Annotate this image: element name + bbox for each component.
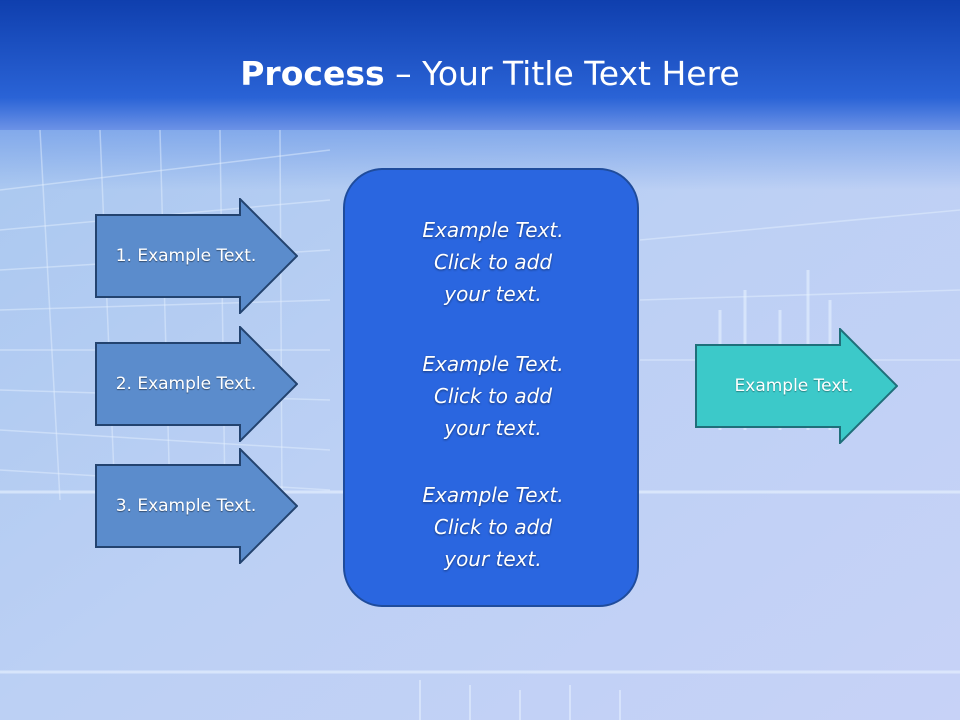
process-text-line: your text. (444, 547, 542, 571)
process-box[interactable]: Example Text. Click to add your text. Ex… (343, 168, 639, 607)
process-text-block-1[interactable]: Example Text. Click to add your text. (345, 214, 641, 310)
input-arrow-label: 2. Example Text. (115, 374, 257, 394)
process-text-line: Example Text. (422, 352, 564, 376)
process-text-block-2[interactable]: Example Text. Click to add your text. (345, 348, 641, 444)
right-arrow-icon (695, 328, 898, 444)
process-text-line: Click to add (433, 384, 553, 408)
input-arrow-2[interactable]: 2. Example Text. (95, 326, 298, 442)
right-arrow-icon (95, 198, 298, 314)
input-arrow-label: 1. Example Text. (115, 246, 257, 266)
process-text-line: Example Text. (422, 483, 564, 507)
title-bold: Process (240, 54, 385, 93)
process-text-line: Example Text. (422, 218, 564, 242)
output-arrow[interactable]: Example Text. (695, 328, 898, 444)
input-arrow-1[interactable]: 1. Example Text. (95, 198, 298, 314)
process-text-line: Click to add (433, 515, 553, 539)
input-arrow-3[interactable]: 3. Example Text. (95, 448, 298, 564)
process-text-block-3[interactable]: Example Text. Click to add your text. (345, 479, 641, 575)
input-arrow-label: 3. Example Text. (115, 496, 257, 516)
process-text-line: Click to add (433, 250, 553, 274)
process-text-line: your text. (444, 416, 542, 440)
right-arrow-icon (95, 448, 298, 564)
right-arrow-icon (95, 326, 298, 442)
output-arrow-label: Example Text. (734, 376, 854, 396)
slide-title: Process – Your Title Text Here (0, 52, 960, 96)
process-text-line: your text. (444, 282, 542, 306)
title-rest: – Your Title Text Here (384, 54, 740, 93)
